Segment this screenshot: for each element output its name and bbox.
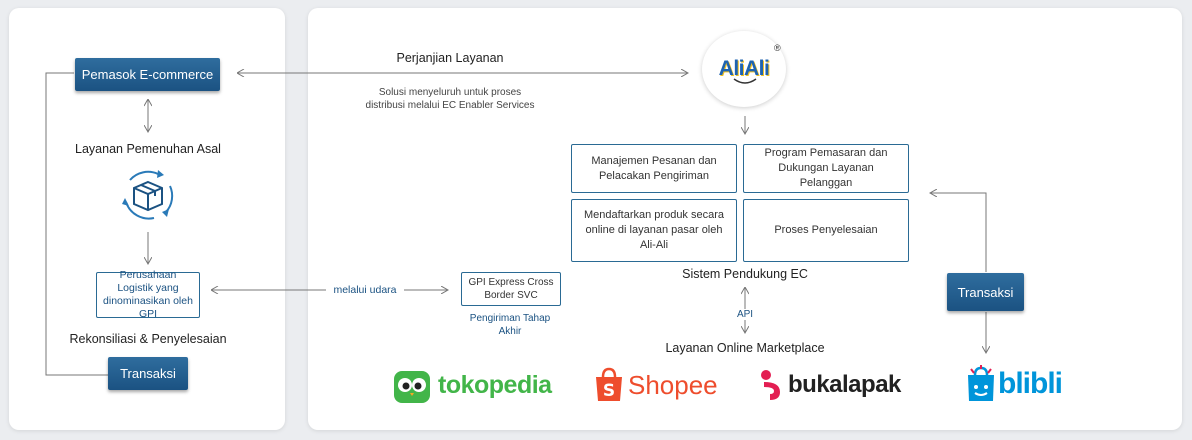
package-cycle-icon <box>118 168 178 222</box>
service-box-product-listing[interactable]: Mendaftarkan produk secara online di lay… <box>571 199 737 262</box>
logistics-company-box[interactable]: Perusahaan Logistik yang dinominasikan o… <box>96 269 200 320</box>
bukalapak-logo[interactable]: bukalapak <box>758 364 901 406</box>
api-label: API <box>734 309 756 320</box>
blibli-wordmark: blibli <box>998 367 1063 400</box>
shopee-wordmark: Shopee <box>628 369 718 400</box>
shopee-bag-icon: S <box>596 367 622 401</box>
service-agreement-label: Perjanjian Layanan <box>396 51 504 65</box>
service-description: Solusi menyeluruh untuk proses distribus… <box>365 87 535 111</box>
shopee-logo[interactable]: S Shopee <box>594 364 718 406</box>
smile-icon <box>733 78 757 84</box>
left-loop-line <box>45 72 108 376</box>
svg-text:S: S <box>603 381 615 401</box>
service-box-settlement[interactable]: Proses Penyelesaian <box>743 199 909 262</box>
service-box-marketing[interactable]: Program Pemasaran dan Dukungan Layanan P… <box>743 144 909 193</box>
tokopedia-logo[interactable]: tokopedia <box>392 364 552 406</box>
service-box-order-management[interactable]: Manajemen Pesanan dan Pelacakan Pengirim… <box>571 144 737 193</box>
marketplace-service-label: Layanan Online Marketplace <box>665 341 825 355</box>
tokopedia-wordmark: tokopedia <box>438 370 552 399</box>
origin-fulfillment-label: Layanan Pemenuhan Asal <box>75 142 221 156</box>
bukalapak-icon <box>761 370 780 400</box>
gpi-express-box[interactable]: GPI Express Cross Border SVC <box>461 272 561 306</box>
right-loop-line <box>930 193 987 272</box>
reconciliation-label: Rekonsiliasi & Penyelesaian <box>69 332 227 346</box>
ec-support-label: Sistem Pendukung EC <box>682 267 808 281</box>
bukalapak-wordmark: bukalapak <box>788 371 901 398</box>
blibli-logo[interactable]: blibli <box>966 362 1063 406</box>
tokopedia-owl-icon <box>394 371 430 403</box>
left-transaction-button[interactable]: Transaksi <box>108 357 188 390</box>
registered-icon: ® <box>774 43 781 53</box>
aliali-logo-text: AliAli <box>718 57 770 80</box>
aliali-logo: AliAli ® <box>702 31 786 107</box>
supplier-button[interactable]: Pemasok E-commerce <box>75 58 220 91</box>
last-mile-label: Pengiriman Tahap Akhir <box>469 313 551 337</box>
right-transaction-button[interactable]: Transaksi <box>947 273 1024 311</box>
blibli-bag-icon <box>968 365 994 401</box>
via-air-label: melalui udara <box>326 284 404 296</box>
